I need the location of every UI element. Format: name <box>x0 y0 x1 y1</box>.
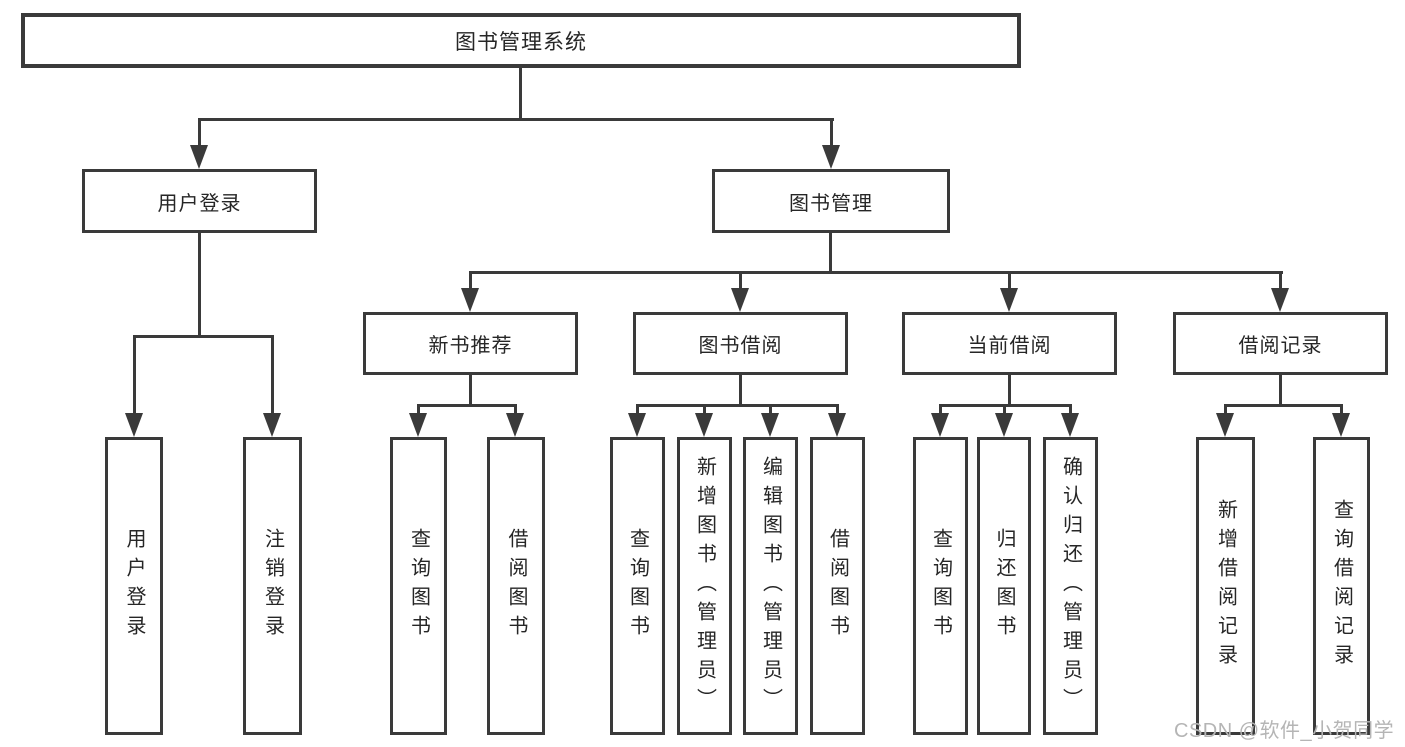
node-label: 新增借阅记录 <box>1214 499 1237 673</box>
arrow-shaft <box>133 335 136 415</box>
arrow-shaft <box>198 118 201 148</box>
arrowhead <box>409 413 427 437</box>
leaf-add-books-admin: 新增图书（管理员） <box>677 437 732 735</box>
leaf-edit-books-admin: 编辑图书（管理员） <box>743 437 798 735</box>
node-label: 用户登录 <box>123 528 145 644</box>
connector-borrowing-hline <box>637 404 839 407</box>
arrow-shaft <box>1340 404 1343 416</box>
arrowhead <box>628 413 646 437</box>
connector-root-vline <box>519 68 522 120</box>
connector-recommend-hline <box>418 404 517 407</box>
node-label: 查询图书 <box>407 528 430 644</box>
arrowhead <box>1000 288 1018 312</box>
leaf-borrow-books-recommend: 借阅图书 <box>487 437 545 735</box>
connector-book-mgmt-hline <box>469 271 1283 274</box>
node-label: 注销登录 <box>261 528 284 644</box>
node-label: 查询图书 <box>626 528 649 644</box>
arrow-shaft <box>703 404 706 416</box>
node-label: 查询图书 <box>929 528 952 644</box>
connector-records-hline <box>1224 404 1342 407</box>
node-label: 编辑图书（管理员） <box>759 455 782 717</box>
arrow-shaft <box>271 335 274 415</box>
node-label: 新增图书（管理员） <box>693 455 716 717</box>
arrow-shaft <box>939 404 942 416</box>
arrow-shaft <box>514 404 517 416</box>
arrowhead <box>761 413 779 437</box>
node-label: 查询借阅记录 <box>1330 499 1353 673</box>
node-book-management: 图书管理 <box>712 169 950 233</box>
arrow-shaft <box>1224 404 1227 416</box>
node-current-borrowing: 当前借阅 <box>902 312 1117 375</box>
leaf-add-borrow-record: 新增借阅记录 <box>1196 437 1255 735</box>
leaf-query-borrow-record: 查询借阅记录 <box>1313 437 1370 735</box>
leaf-query-books-recommend: 查询图书 <box>390 437 447 735</box>
node-label: 用户登录 <box>157 192 242 215</box>
node-label: 借阅记录 <box>1238 335 1323 357</box>
connector-records-vline <box>1279 375 1282 406</box>
arrow-shaft <box>1069 404 1072 416</box>
node-borrowing-records: 借阅记录 <box>1173 312 1388 375</box>
arrowhead <box>931 413 949 437</box>
arrowhead <box>263 413 281 437</box>
csdn-watermark: CSDN @软件_小贺同学 <box>1174 720 1395 742</box>
arrow-shaft <box>636 404 639 416</box>
arrow-shaft <box>469 271 472 291</box>
leaf-query-books-current: 查询图书 <box>913 437 968 735</box>
arrow-shaft <box>1279 271 1282 291</box>
arrow-shaft <box>739 271 742 291</box>
connector-current-vline <box>1008 375 1011 406</box>
node-label: 借阅图书 <box>505 528 527 644</box>
node-user-login: 用户登录 <box>82 169 317 233</box>
arrow-shaft <box>1008 271 1011 291</box>
node-label: 图书管理 <box>789 192 873 215</box>
arrow-shaft <box>830 118 833 148</box>
arrowhead <box>1061 413 1079 437</box>
arrow-shaft <box>836 404 839 416</box>
arrow-shaft <box>1003 404 1006 416</box>
arrow-shaft <box>417 404 420 416</box>
arrowhead <box>822 145 840 169</box>
leaf-return-books: 归还图书 <box>977 437 1031 735</box>
node-label: 图书管理系统 <box>455 30 587 54</box>
arrowhead <box>995 413 1013 437</box>
connector-book-mgmt-vline <box>829 233 832 273</box>
node-new-book-recommend: 新书推荐 <box>363 312 578 375</box>
leaf-logout: 注销登录 <box>243 437 302 735</box>
connector-user-login-hline <box>133 335 274 338</box>
connector-recommend-vline <box>469 375 472 406</box>
connector-root-hline <box>198 118 834 121</box>
node-label: 归还图书 <box>993 528 1015 644</box>
connector-borrowing-vline <box>739 375 742 406</box>
node-label: 图书借阅 <box>698 335 783 357</box>
arrowhead <box>731 288 749 312</box>
leaf-confirm-return-admin: 确认归还（管理员） <box>1043 437 1098 735</box>
arrowhead <box>506 413 524 437</box>
arrowhead <box>190 145 208 169</box>
node-label: 新书推荐 <box>428 335 513 357</box>
leaf-user-login: 用户登录 <box>105 437 163 735</box>
arrowhead <box>461 288 479 312</box>
arrowhead <box>695 413 713 437</box>
node-book-borrowing: 图书借阅 <box>633 312 848 375</box>
connector-user-login-vline <box>198 233 201 337</box>
arrowhead <box>1271 288 1289 312</box>
leaf-borrow-books: 借阅图书 <box>810 437 865 735</box>
node-label: 借阅图书 <box>826 528 849 644</box>
node-label: 确认归还（管理员） <box>1059 455 1082 717</box>
arrowhead <box>125 413 143 437</box>
node-label: 当前借阅 <box>967 335 1052 357</box>
arrowhead <box>1332 413 1350 437</box>
arrow-shaft <box>769 404 772 416</box>
leaf-query-books-borrow: 查询图书 <box>610 437 665 735</box>
arrowhead <box>1216 413 1234 437</box>
arrowhead <box>828 413 846 437</box>
node-root-library-system: 图书管理系统 <box>21 13 1021 68</box>
